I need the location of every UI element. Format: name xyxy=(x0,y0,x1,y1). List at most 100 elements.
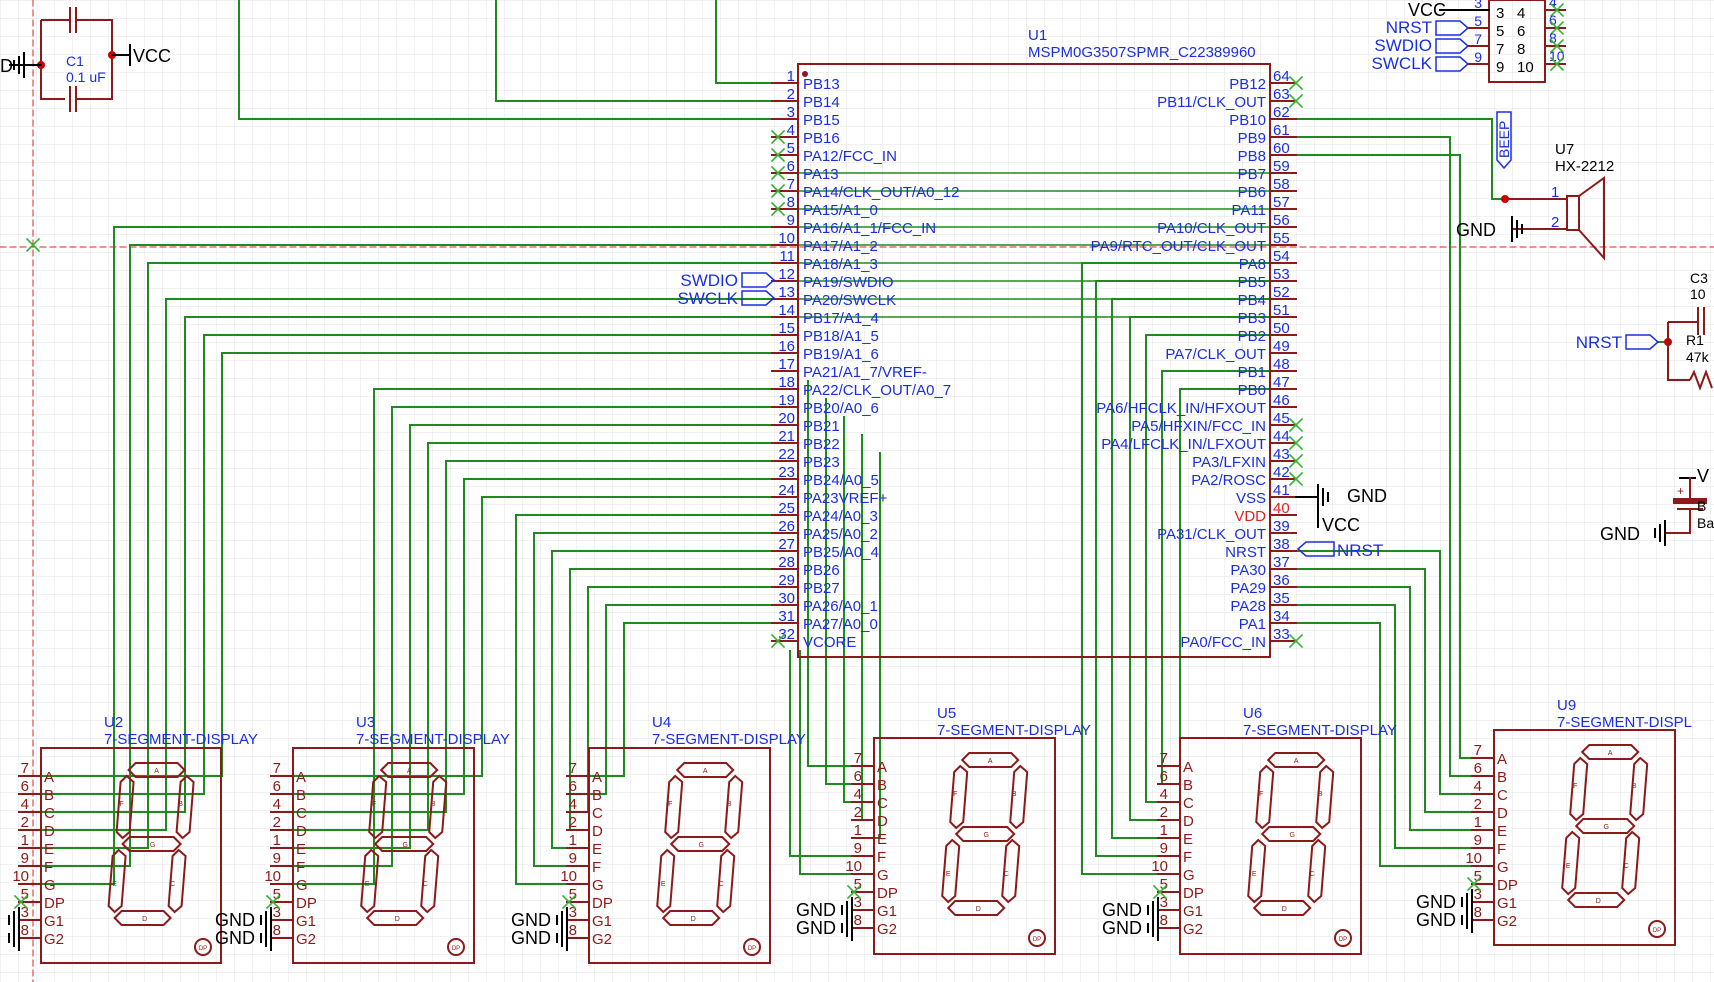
segment-letter: G xyxy=(698,842,703,849)
u1-pin-number: 59 xyxy=(1273,158,1290,175)
c1-wire xyxy=(76,19,113,100)
header-vcc-label: VCC xyxy=(1408,0,1446,20)
header-pin-num: 4 xyxy=(1517,5,1525,22)
u1-no-connect-icon xyxy=(770,129,786,145)
display-pin-number: 1 xyxy=(1160,822,1168,839)
wire xyxy=(567,622,772,777)
buzzer-horn xyxy=(1578,176,1605,261)
nrst-net-label: NRST xyxy=(1576,333,1622,352)
u1-pin-number: 2 xyxy=(787,86,795,103)
display-gnd-label: GND xyxy=(511,910,551,930)
segment-g xyxy=(954,826,1016,842)
display-pin-number: 9 xyxy=(21,850,29,867)
display-pin-name: G1 xyxy=(296,913,316,930)
display-pin-number: 7 xyxy=(854,750,862,767)
segment-a xyxy=(127,762,187,778)
segment-g xyxy=(1260,826,1322,842)
u1-pin-number: 24 xyxy=(778,482,795,499)
display-part: 7-SEGMENT-DISPLAY xyxy=(104,731,258,748)
display-pin-name: D xyxy=(1497,805,1508,822)
segment-letter: B xyxy=(727,801,732,808)
wire xyxy=(271,442,772,831)
u1-pin-name: PA0/FCC_IN xyxy=(1180,634,1266,651)
display-pin-name: DP xyxy=(296,895,317,912)
segment-f xyxy=(1569,756,1589,822)
u1-pin-number: 34 xyxy=(1273,608,1290,625)
display-pin-number: 5 xyxy=(569,886,577,903)
swd-port-icon xyxy=(741,272,776,288)
display-pin-number: 6 xyxy=(273,778,281,795)
display-pin-name: DP xyxy=(44,895,65,912)
display-pin-number: 8 xyxy=(273,922,281,939)
buzzer-pin-num: 1 xyxy=(1551,184,1559,201)
display-gnd-label: GND xyxy=(1416,910,1456,930)
segment-letter: G xyxy=(402,842,407,849)
segment-letter: A xyxy=(154,768,159,775)
u1-pin-name: PB14 xyxy=(803,94,840,111)
header-pin-num: 8 xyxy=(1517,41,1525,58)
segment-letter: F xyxy=(953,791,957,798)
display-pin-name: A xyxy=(1497,751,1507,768)
display-pin-number: 2 xyxy=(21,814,29,831)
wire xyxy=(238,0,772,120)
u1-pin-name: PA27/A0_0 xyxy=(803,616,878,633)
wire xyxy=(515,514,772,885)
wire xyxy=(271,460,772,813)
u1-pin-number: 41 xyxy=(1273,482,1290,499)
display-pin-name: G xyxy=(296,877,308,894)
u1-pin-name: PB2 xyxy=(1238,328,1266,345)
display-pin-number: 7 xyxy=(273,760,281,777)
beep-net-label: BEEP xyxy=(1496,121,1512,158)
u1-nrst-port-label: NRST xyxy=(1337,541,1383,560)
u1-pin-name: PB19/A1_6 xyxy=(803,346,879,363)
display-pin-name: G1 xyxy=(1183,903,1203,920)
bat-value: Ba xyxy=(1697,515,1714,531)
u1-pin-name: PB22 xyxy=(803,436,840,453)
display-pin-name: F xyxy=(44,859,53,876)
display-pin-number: 4 xyxy=(273,796,281,813)
wire xyxy=(19,226,772,885)
display-pin-number: 7 xyxy=(569,760,577,777)
display-dp-dot xyxy=(194,938,212,956)
segment-d xyxy=(661,910,721,926)
segment-f xyxy=(368,774,388,840)
display-pin-number: 1 xyxy=(21,832,29,849)
segment-letter: D xyxy=(691,916,696,923)
u1-pin-number: 6 xyxy=(787,158,795,175)
display-pin-number: 4 xyxy=(1160,786,1168,803)
display-pin-number: 3 xyxy=(21,904,29,921)
header-pin-num: 9 xyxy=(1496,59,1504,76)
display-pin-number: 9 xyxy=(854,840,862,857)
u1-pin-name: PB21 xyxy=(803,418,840,435)
u1-pin-name: PA15/A1_0 xyxy=(803,202,878,219)
segment-letter: E xyxy=(661,881,666,888)
dp-no-connect-icon xyxy=(265,894,281,910)
u1-pin-name: PB12 xyxy=(1229,76,1266,93)
display-pin-name: D xyxy=(592,823,603,840)
wire xyxy=(799,650,852,875)
display-pin-number: 9 xyxy=(1474,832,1482,849)
u1-designator: U1 xyxy=(1028,27,1047,44)
wire xyxy=(495,0,772,102)
segment-d xyxy=(1252,900,1312,916)
segment-letter: C xyxy=(1624,863,1629,870)
display-pin-name: A xyxy=(877,759,887,776)
wire xyxy=(271,406,772,867)
junction-dot xyxy=(1501,195,1509,203)
display-pin-number: 2 xyxy=(854,804,862,821)
u1-pin-number: 46 xyxy=(1273,392,1290,409)
display-pin-number: 9 xyxy=(1160,840,1168,857)
header-pin-num: 10 xyxy=(1517,59,1534,76)
display-pin-name: G2 xyxy=(877,921,897,938)
u1-pin-name: PB18/A1_5 xyxy=(803,328,879,345)
segment-e xyxy=(360,848,380,914)
segment-f xyxy=(1255,764,1275,830)
header-pin-num: 6 xyxy=(1517,23,1525,40)
display-pin-number: 10 xyxy=(264,868,281,885)
display-pin-name: E xyxy=(1183,831,1193,848)
segment-letter: G xyxy=(1289,832,1294,839)
